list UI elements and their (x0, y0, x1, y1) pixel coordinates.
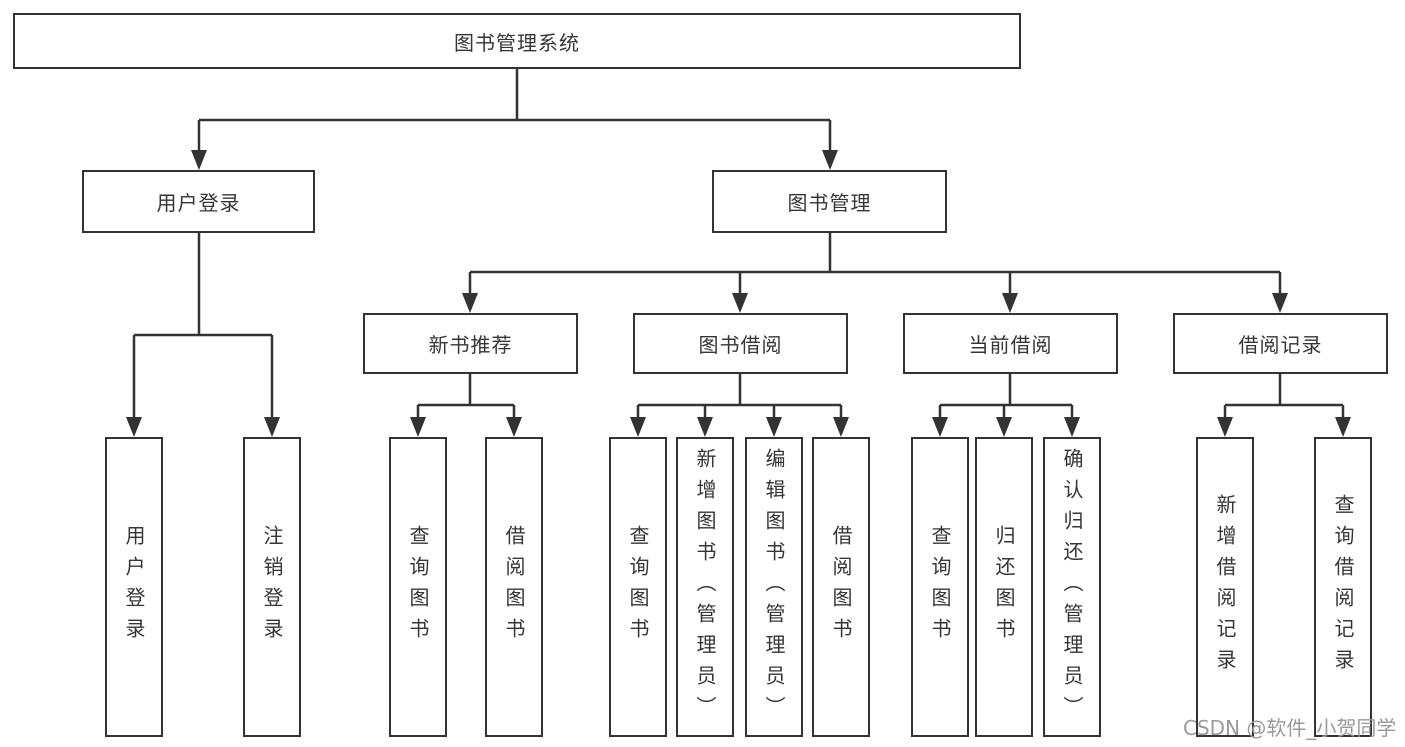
leaf-query-books-current: 查询图书 (911, 437, 969, 737)
leaf-label: 查询图书 (626, 525, 650, 649)
node-library-management-system: 图书管理系统 (13, 13, 1021, 69)
node-book-management: 图书管理 (712, 170, 947, 233)
node-label: 新书推荐 (428, 333, 513, 357)
leaf-label: 查询图书 (928, 525, 952, 649)
leaf-label: 归还图书 (992, 525, 1016, 649)
leaf-confirm-return-admin: 确认归还（管理员） (1043, 437, 1101, 737)
leaf-label: 编辑图书（管理员） (762, 447, 786, 727)
node-book-borrowing: 图书借阅 (633, 313, 848, 374)
node-borrowing-records: 借阅记录 (1173, 313, 1388, 374)
node-label: 图书管理 (787, 191, 872, 215)
node-label: 用户登录 (156, 191, 241, 215)
leaf-user-login: 用户登录 (105, 437, 163, 737)
leaf-borrow-books-recommend: 借阅图书 (485, 437, 543, 737)
leaf-logout: 注销登录 (243, 437, 301, 737)
leaf-query-borrow-record: 查询借阅记录 (1314, 437, 1372, 737)
node-user-login: 用户登录 (82, 170, 315, 233)
leaf-label: 借阅图书 (502, 525, 526, 649)
leaf-label: 新增图书（管理员） (693, 447, 717, 727)
node-label: 图书管理系统 (454, 30, 580, 55)
leaf-add-books-admin: 新增图书（管理员） (676, 437, 734, 737)
leaf-label: 新增借阅记录 (1213, 494, 1237, 680)
leaf-label: 查询借阅记录 (1331, 494, 1355, 680)
leaf-edit-books-admin: 编辑图书（管理员） (745, 437, 803, 737)
leaf-label: 借阅图书 (829, 525, 853, 649)
node-current-borrowing: 当前借阅 (903, 313, 1118, 374)
node-label: 借阅记录 (1238, 333, 1323, 357)
leaf-borrow-books: 借阅图书 (812, 437, 870, 737)
leaf-label: 注销登录 (260, 525, 284, 649)
leaf-query-books-borrow: 查询图书 (609, 437, 667, 737)
leaf-return-books: 归还图书 (975, 437, 1033, 737)
csdn-watermark: CSDN @软件_小贺同学 (1183, 716, 1397, 740)
leaf-add-borrow-record: 新增借阅记录 (1196, 437, 1254, 737)
leaf-query-books-recommend: 查询图书 (389, 437, 447, 737)
leaf-label: 查询图书 (406, 525, 430, 649)
leaf-label: 确认归还（管理员） (1060, 447, 1084, 727)
node-new-book-recommendation: 新书推荐 (363, 313, 578, 374)
node-label: 当前借阅 (968, 333, 1053, 357)
leaf-label: 用户登录 (122, 525, 146, 649)
node-label: 图书借阅 (698, 333, 783, 357)
